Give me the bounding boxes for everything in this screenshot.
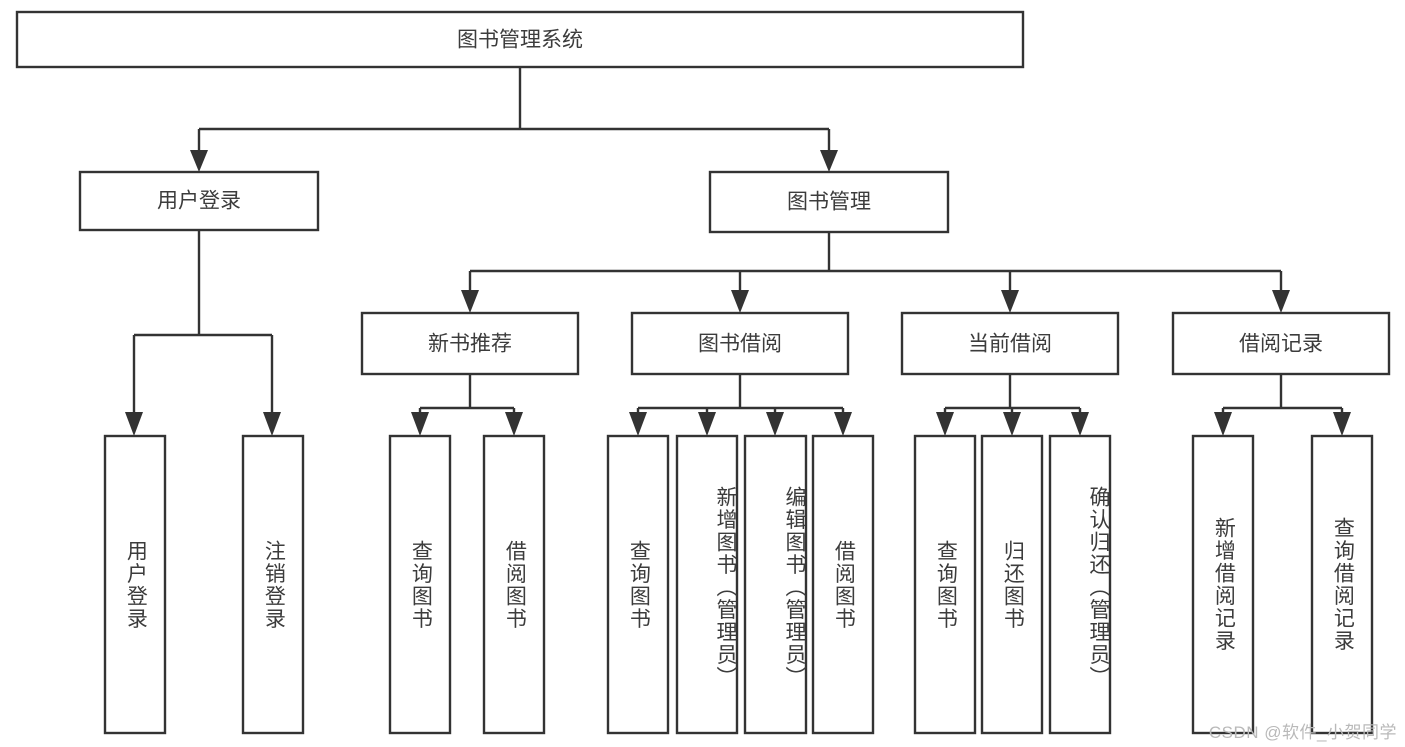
node-current-borrow[interactable]: 当前借阅 xyxy=(900,311,1120,376)
node-book-borrow-label: 图书借阅 xyxy=(698,333,782,356)
connector-group-bookmgmt-children xyxy=(461,232,1290,313)
node-root[interactable]: 图书管理系统 xyxy=(15,10,1025,69)
node-book-borrow[interactable]: 图书借阅 xyxy=(630,311,850,376)
arrow-head-icon xyxy=(936,412,954,436)
arrow-head-icon xyxy=(1214,412,1232,436)
leaf-box-logout[interactable] xyxy=(241,434,305,735)
node-book-borrow-box[interactable] xyxy=(630,311,850,376)
node-new-book-recommend-label: 新书推荐 xyxy=(428,333,512,356)
arrow-head-icon xyxy=(125,412,143,436)
leaf-box-return-book[interactable] xyxy=(980,434,1044,735)
watermark: CSDN @软件_小贺同学 xyxy=(1208,723,1397,742)
leaf-box-add-book-admin[interactable] xyxy=(675,434,739,735)
node-root-label: 图书管理系统 xyxy=(457,29,583,52)
node-current-borrow-box[interactable] xyxy=(900,311,1120,376)
connector-group-root xyxy=(190,67,838,172)
arrow-head-icon xyxy=(731,290,749,313)
leaf-box-user-login[interactable] xyxy=(103,434,167,735)
arrow-head-icon xyxy=(263,412,281,436)
connector-group-borrow-children xyxy=(629,374,852,436)
arrow-head-icon xyxy=(820,150,838,172)
node-borrow-record[interactable]: 借阅记录 xyxy=(1171,311,1391,376)
arrow-head-icon xyxy=(1071,412,1089,436)
node-book-management[interactable]: 图书管理 xyxy=(708,170,950,234)
leaf-box-borrow-book-new[interactable] xyxy=(482,434,546,735)
leaf-box-query-book-new[interactable] xyxy=(388,434,452,735)
leaf-box-query-book-current[interactable] xyxy=(913,434,977,735)
node-new-book-recommend-box[interactable] xyxy=(360,311,580,376)
connector-group-current-children xyxy=(936,374,1089,436)
leaf-box-query-book-borrow[interactable] xyxy=(606,434,670,735)
node-user-login[interactable]: 用户登录 xyxy=(78,170,320,232)
leaf-box-query-borrow-record[interactable] xyxy=(1310,434,1374,735)
arrow-head-icon xyxy=(1001,290,1019,313)
arrow-head-icon xyxy=(461,290,479,313)
leaf-box-borrow-book[interactable] xyxy=(811,434,875,735)
arrow-head-icon xyxy=(1333,412,1351,436)
node-borrow-record-box[interactable] xyxy=(1171,311,1391,376)
node-user-login-label: 用户登录 xyxy=(157,190,241,213)
node-borrow-record-label: 借阅记录 xyxy=(1239,333,1323,356)
node-book-management-label: 图书管理 xyxy=(787,191,871,214)
connector-group-login-children xyxy=(125,230,281,436)
arrow-head-icon xyxy=(698,412,716,436)
arrow-head-icon xyxy=(629,412,647,436)
node-new-book-recommend[interactable]: 新书推荐 xyxy=(360,311,580,376)
connector-group-newbook-children xyxy=(411,374,523,436)
node-user-login-box[interactable] xyxy=(78,170,320,232)
leaf-box-confirm-return-admin[interactable] xyxy=(1048,434,1112,735)
node-root-box[interactable] xyxy=(15,10,1025,69)
arrow-head-icon xyxy=(411,412,429,436)
leaf-box-group xyxy=(103,434,1374,735)
arrow-head-icon xyxy=(766,412,784,436)
arrow-head-icon xyxy=(834,412,852,436)
arrow-head-icon xyxy=(190,150,208,172)
node-book-management-box[interactable] xyxy=(708,170,950,234)
node-current-borrow-label: 当前借阅 xyxy=(968,333,1052,356)
arrow-head-icon xyxy=(1272,290,1290,313)
leaf-box-add-borrow-record[interactable] xyxy=(1191,434,1255,735)
leaf-box-edit-book-admin[interactable] xyxy=(743,434,808,735)
arrow-head-icon xyxy=(505,412,523,436)
arrow-head-icon xyxy=(1003,412,1021,436)
connector-group-record-children xyxy=(1214,374,1351,436)
